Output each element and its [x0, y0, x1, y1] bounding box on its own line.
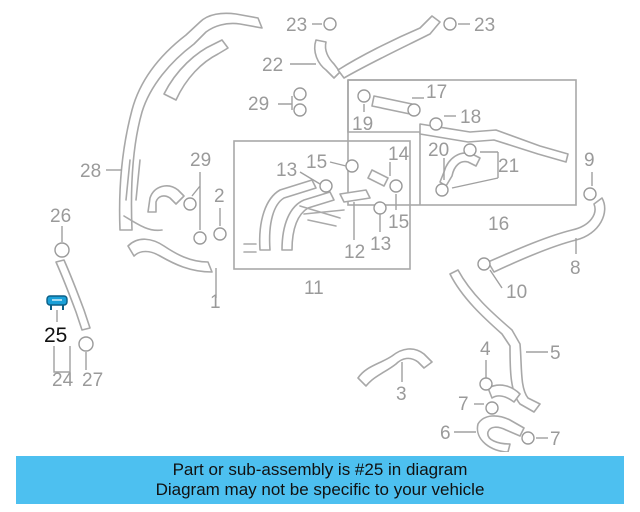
- callout-9: 9: [584, 150, 595, 171]
- callout-12: 12: [344, 242, 365, 263]
- leader-15-top: [329, 161, 347, 167]
- callout-19: 19: [352, 114, 373, 135]
- part-26-clip[interactable]: [54, 242, 70, 258]
- leader-13-top: [299, 171, 321, 185]
- leader-29-upper: [278, 96, 293, 110]
- group-box-16-upper: [347, 79, 430, 205]
- part-22-hose[interactable]: [313, 15, 441, 79]
- part-2-clip[interactable]: [213, 227, 227, 241]
- callout-18: 18: [460, 107, 481, 128]
- banner-line-1: Part or sub-assembly is #25 in diagram: [172, 460, 468, 479]
- part-7-clip-upper[interactable]: [485, 401, 499, 415]
- part-29-clip[interactable]: [183, 197, 197, 211]
- callout-28: 28: [80, 161, 101, 182]
- group-box-16: [347, 79, 577, 206]
- callout-7-lower: 7: [550, 429, 561, 450]
- part-9-clip[interactable]: [583, 187, 597, 201]
- part-29-clip-upper-a[interactable]: [293, 87, 307, 101]
- callout-21: 21: [498, 156, 519, 177]
- callout-11: 11: [304, 278, 324, 299]
- part-24-hose[interactable]: [55, 259, 91, 331]
- part-3-hose[interactable]: [357, 348, 433, 387]
- leader-24: [53, 346, 71, 373]
- parts-diagram: 1 29 2 13 15 14 12 13 15 11 22 23 23: [44, 12, 606, 452]
- part-5-hose[interactable]: [449, 269, 541, 413]
- part-23-clip-right[interactable]: [443, 17, 457, 31]
- callout-15-bottom: 15: [388, 212, 409, 233]
- callout-5: 5: [550, 343, 561, 364]
- callout-4: 4: [480, 339, 491, 360]
- callout-10: 10: [506, 282, 527, 303]
- part-23-clip-left[interactable]: [323, 17, 337, 31]
- leader-21: [451, 151, 499, 189]
- callout-17: 17: [426, 82, 447, 103]
- leader-10: [489, 269, 503, 289]
- leader-29-left: [191, 172, 201, 230]
- part-7-clip-lower[interactable]: [521, 431, 535, 445]
- callout-29-upper: 29: [248, 94, 269, 115]
- callout-8: 8: [570, 258, 581, 279]
- part-29-clip-upper-b[interactable]: [293, 103, 307, 117]
- group-11-parts[interactable]: [243, 159, 403, 253]
- group-16-parts[interactable]: [357, 89, 569, 197]
- callout-20: 20: [428, 140, 449, 161]
- part-4-clip[interactable]: [479, 377, 493, 391]
- info-banner: Part or sub-assembly is #25 in diagram D…: [16, 456, 624, 504]
- callout-2: 2: [214, 186, 225, 207]
- callout-23-right: 23: [474, 15, 495, 36]
- callout-15-top: 15: [306, 152, 327, 173]
- callout-22: 22: [262, 55, 283, 76]
- part-8-hose[interactable]: [487, 197, 606, 273]
- part-28-pipe-bundle[interactable]: [118, 12, 263, 273]
- callout-14: 14: [388, 144, 410, 165]
- callout-16: 16: [488, 214, 509, 235]
- callout-24: 24: [52, 370, 74, 391]
- callout-23-left: 23: [286, 15, 307, 36]
- callout-26: 26: [50, 206, 71, 227]
- part-27-clip[interactable]: [78, 336, 94, 352]
- callout-6: 6: [440, 423, 451, 444]
- callout-25: 25: [44, 324, 67, 347]
- callout-1: 1: [210, 292, 221, 313]
- part-29-clip-lower[interactable]: [193, 231, 207, 245]
- callout-3: 3: [396, 384, 407, 405]
- callout-29-left: 29: [190, 150, 211, 171]
- part-10-clip[interactable]: [477, 257, 491, 271]
- callout-27: 27: [82, 370, 103, 391]
- part-25-highlight[interactable]: [46, 295, 68, 310]
- callout-7-upper: 7: [458, 394, 469, 415]
- callout-13-bottom: 13: [370, 234, 391, 255]
- callout-13-top: 13: [276, 160, 297, 181]
- banner-line-2: Diagram may not be specific to your vehi…: [155, 480, 485, 499]
- part-6-hose[interactable]: [476, 415, 525, 452]
